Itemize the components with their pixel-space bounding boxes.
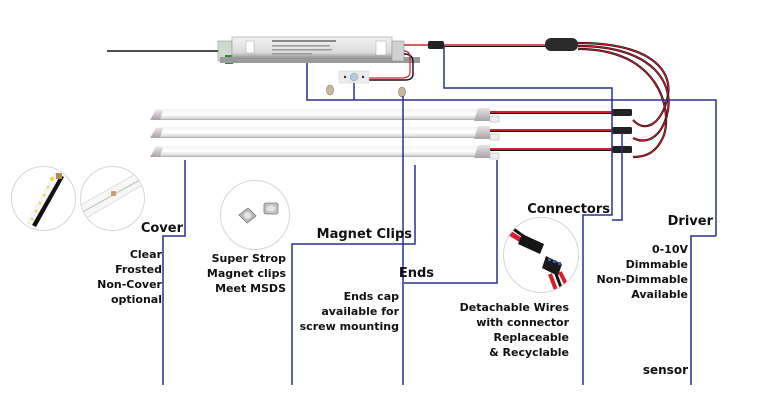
connectors-line-1: Detachable Wires xyxy=(459,301,569,314)
connectors-line-2: with connector xyxy=(476,316,569,329)
cover-description: Clear Frosted Non-Cover optional xyxy=(97,247,162,307)
callout-driver-top xyxy=(306,63,717,236)
ends-line-1: Ends cap xyxy=(343,290,399,303)
driver-title: Driver xyxy=(667,214,713,229)
magnet-clips-image xyxy=(238,202,279,224)
magnet-clips-line-1: Super Strop xyxy=(211,252,286,265)
sensor-wire-black xyxy=(368,53,414,81)
magnet-clips-title: Magnet Clips xyxy=(316,227,412,242)
cover-option-frosted: Frosted xyxy=(115,263,162,276)
motion-sensor xyxy=(338,70,370,84)
connectors-detail xyxy=(503,217,579,293)
ends-title: Ends xyxy=(398,266,434,281)
led-driver xyxy=(217,36,420,64)
callout-ends-title xyxy=(404,160,498,284)
led-strip-image xyxy=(26,173,64,227)
ends-line-3: screw mounting xyxy=(299,320,399,333)
magnet-clips-detail xyxy=(220,180,290,250)
driver-line-4: Available xyxy=(631,288,688,301)
callout-magnet xyxy=(291,165,416,385)
connectors-title: Connectors xyxy=(527,202,610,217)
callout-connectors-b xyxy=(612,133,623,221)
driver-line-1: 0-10V xyxy=(651,243,688,256)
driver-line-3: Non-Dimmable xyxy=(596,273,688,286)
callout-connectors xyxy=(443,47,613,385)
callout-cover xyxy=(162,160,186,385)
callout-driver xyxy=(690,235,716,385)
split-cables xyxy=(577,41,670,159)
end-screw xyxy=(398,86,406,98)
driver-line-2: Dimmable xyxy=(625,258,688,271)
end-screw xyxy=(326,84,334,96)
connector-plug-image xyxy=(506,226,570,291)
cover-option-clear: Clear xyxy=(129,248,162,261)
connectors-description: Detachable Wires with connector Replacea… xyxy=(460,300,569,360)
magnet-clips-line-3: Meet MSDS xyxy=(215,282,286,295)
led-tube xyxy=(150,145,632,160)
led-tube xyxy=(150,108,632,123)
diffuser-image xyxy=(81,170,144,220)
sensor-wire-red xyxy=(368,50,411,79)
connectors-line-3: Replaceable xyxy=(493,331,569,344)
sensor-label: sensor xyxy=(642,363,688,377)
connectors-line-4: & Recyclable xyxy=(489,346,569,359)
ends-description: Ends cap available for screw mounting xyxy=(300,289,399,334)
led-tube xyxy=(150,126,632,141)
cover-detail-diffuser xyxy=(80,166,145,231)
callout-lines xyxy=(162,47,717,385)
magnet-clips-line-2: Magnet clips xyxy=(206,267,286,280)
cover-option-optional: optional xyxy=(110,293,162,306)
inline-connector xyxy=(428,41,444,49)
ends-line-2: available for xyxy=(321,305,399,318)
cover-detail-pcb xyxy=(11,166,76,231)
magnet-clips-description: Super Strop Magnet clips Meet MSDS xyxy=(207,251,286,296)
driver-description: 0-10V Dimmable Non-Dimmable Available xyxy=(596,242,688,302)
cover-title: Cover xyxy=(140,221,183,236)
splitter-connector xyxy=(545,38,578,51)
cover-option-non-cover: Non-Cover xyxy=(97,278,162,291)
